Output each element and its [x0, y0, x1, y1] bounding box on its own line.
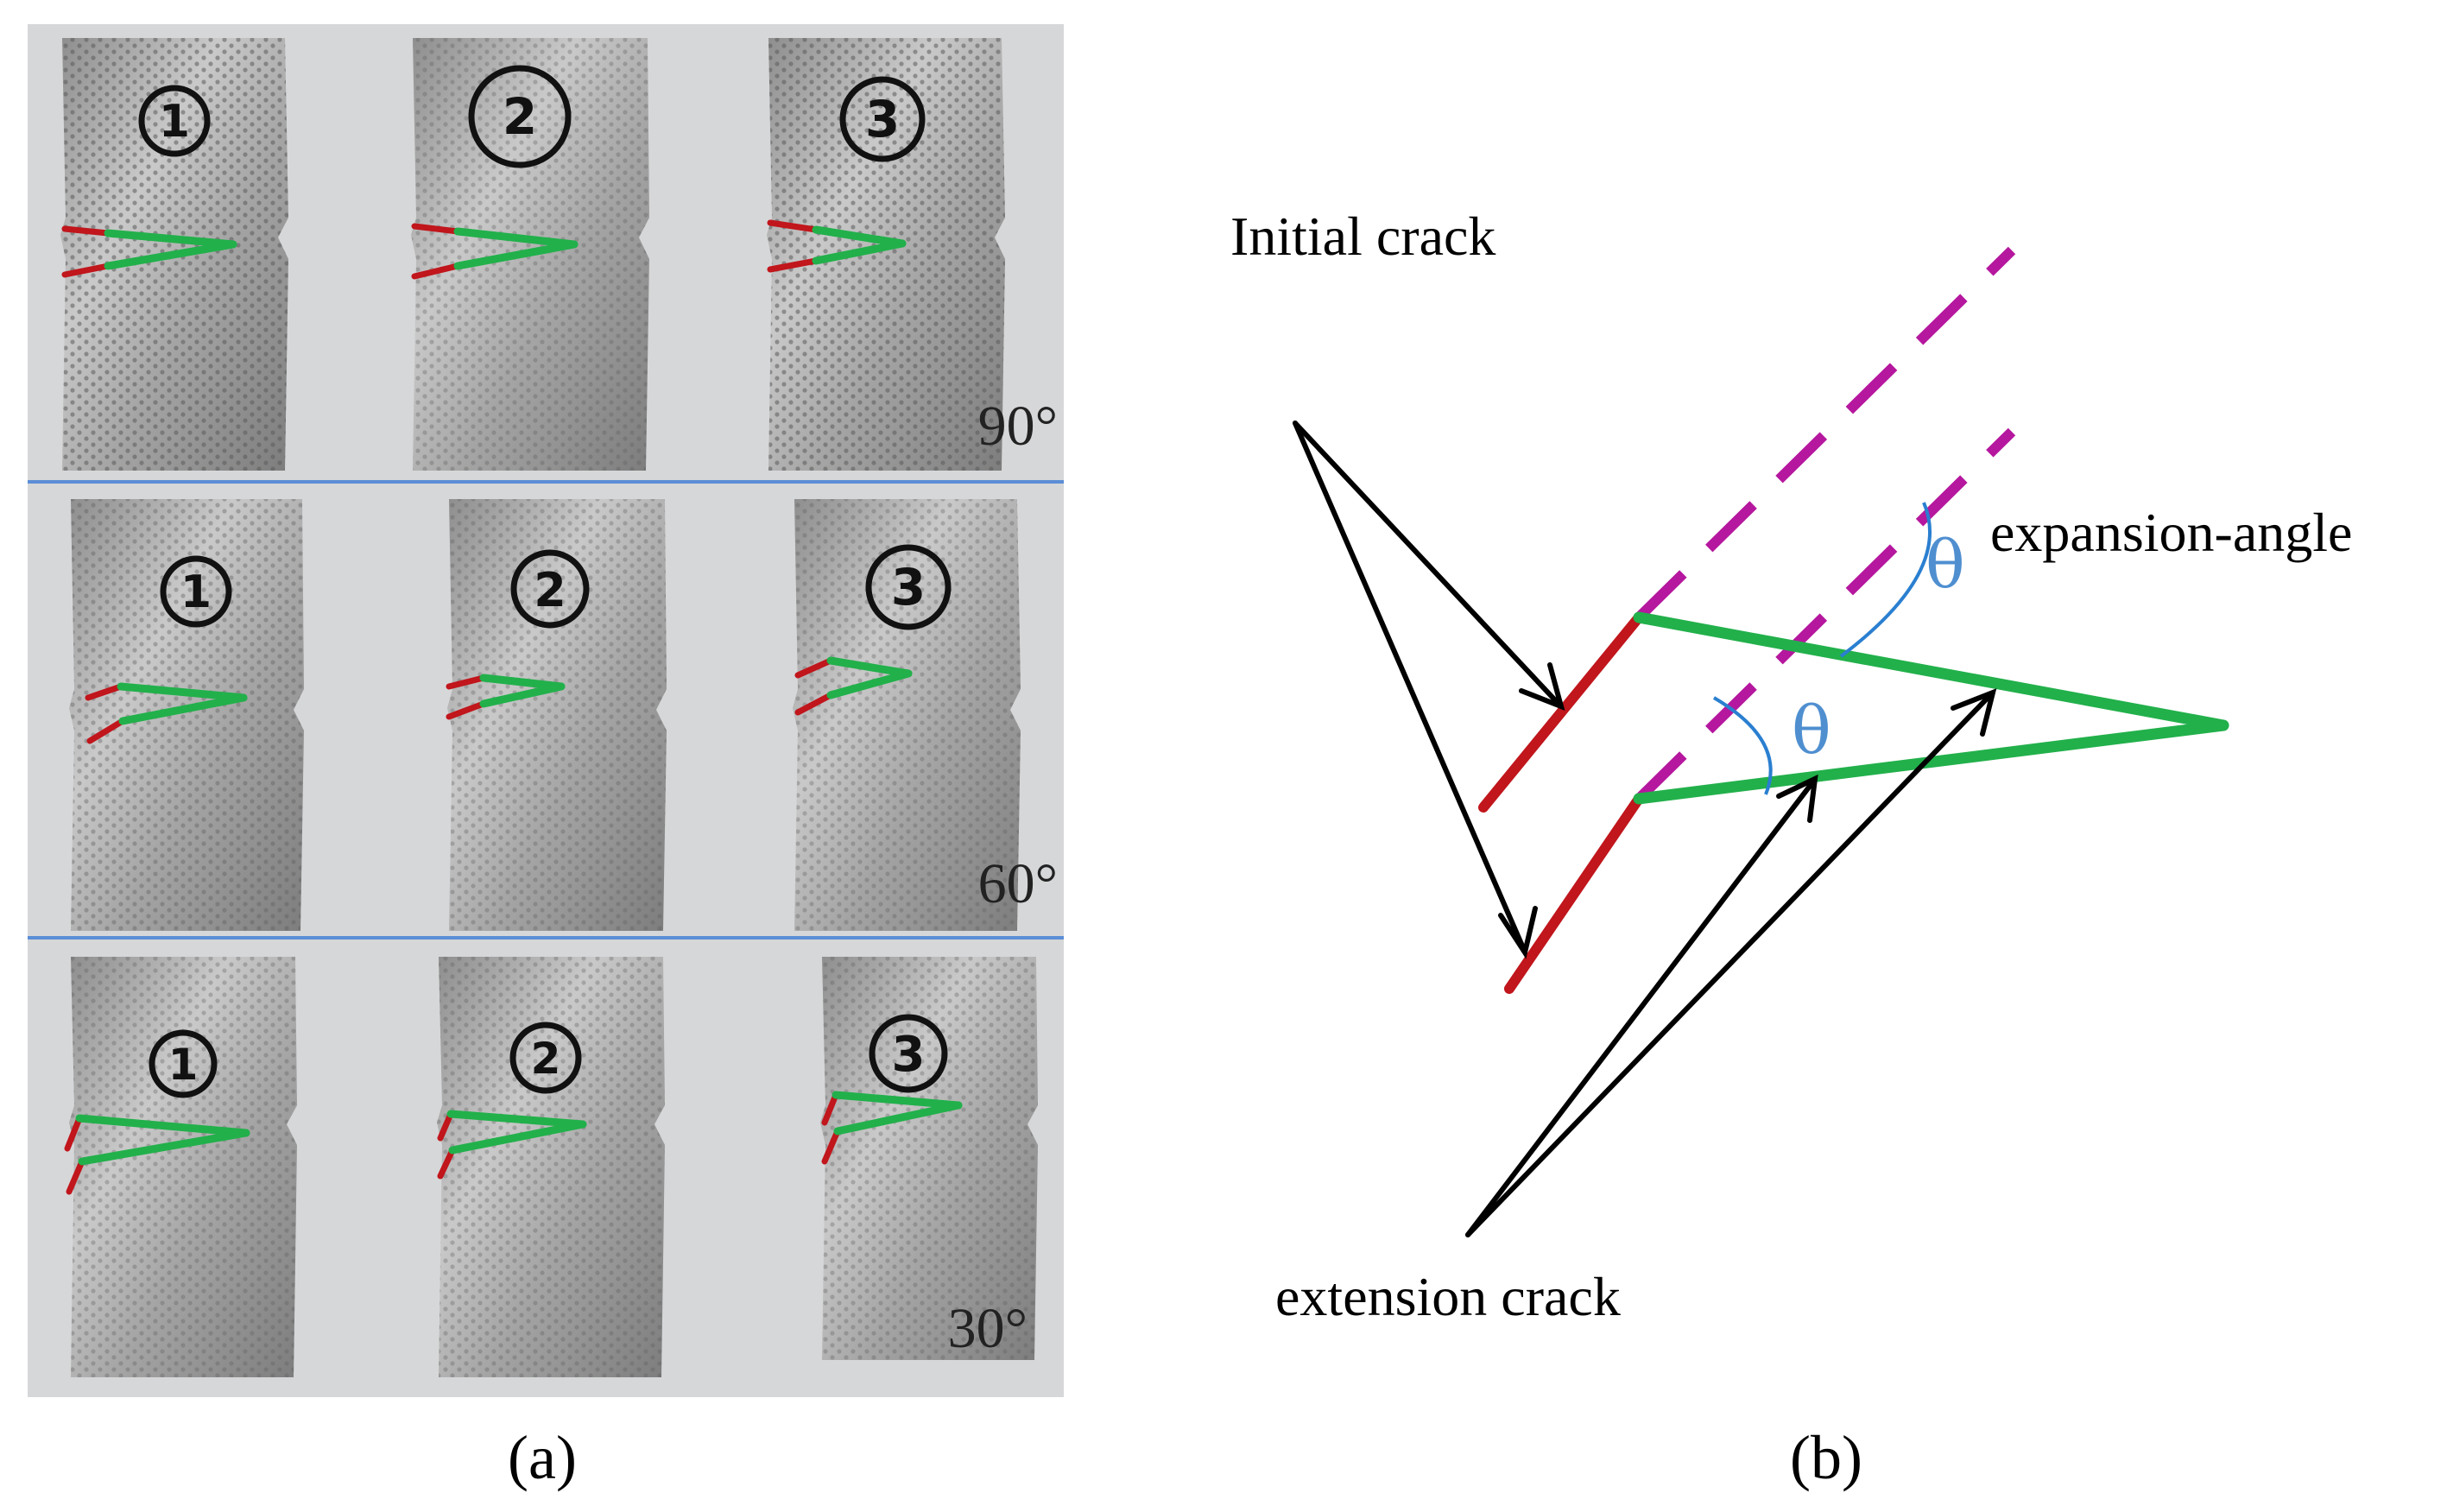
crack-marking	[61, 225, 237, 278]
arrow-head	[1951, 688, 1997, 737]
panel-a-photo: 1 2 3 1 2 3 1 2 3	[28, 24, 1064, 1397]
initial-crack-upper	[1478, 612, 1644, 813]
specimen-number-circle	[509, 1022, 582, 1094]
specimen-number: 3	[892, 1027, 926, 1083]
expansion-angle-arc-lower	[1712, 696, 1773, 795]
crack-marking	[446, 674, 566, 720]
panel-a-caption: (a)	[508, 1423, 577, 1492]
specimen-number-circle	[138, 85, 211, 157]
specimen-number-circle	[869, 1014, 948, 1093]
arrow-head	[1776, 774, 1818, 823]
arrow-head	[1498, 906, 1538, 959]
marked-cracks	[61, 219, 963, 1195]
crack-marking	[437, 1110, 587, 1180]
extension-crack-upper	[1633, 611, 2229, 731]
specimen-number-circle	[468, 65, 572, 168]
arrow-shaft	[1293, 421, 1527, 952]
arrow-head	[1519, 662, 1565, 711]
specimen-number: 1	[168, 1040, 199, 1090]
expansion-angle-arc-upper	[1839, 502, 1932, 658]
extension-crack-arrows	[1465, 688, 1997, 1237]
specimen-plate	[437, 957, 665, 1377]
initial-crack-label: Initial crack	[1230, 206, 1495, 267]
specimen-plate	[767, 38, 1005, 471]
initial-crack-projection-lower	[1634, 427, 2016, 803]
specimen-number-circle	[510, 549, 590, 629]
extension-crack-label: extension crack	[1275, 1266, 1621, 1327]
specimen-plate	[447, 499, 667, 931]
arrow-shaft	[1465, 779, 1816, 1237]
extension-crack-lower	[1633, 719, 2229, 805]
crack-marking	[64, 1114, 250, 1195]
specimen-row-90	[28, 38, 1064, 484]
specimen-number-labels	[138, 65, 952, 1098]
panel-b-caption: (b)	[1790, 1423, 1862, 1492]
row-angle-label: 60°	[978, 852, 1058, 915]
theta-symbol-upper: θ	[1925, 526, 1965, 603]
specimen-number: 1	[180, 566, 212, 618]
specimen-number: 2	[534, 563, 566, 617]
arrow-shaft	[1465, 693, 1993, 1237]
specimen-row-60	[28, 499, 1064, 939]
specimen-number: 3	[891, 558, 926, 617]
specimen-number: 2	[531, 1034, 561, 1084]
arrow-shaft	[1293, 421, 1561, 706]
specimen-number-circle	[839, 76, 926, 162]
specimen-plate	[69, 499, 304, 931]
expansion-angle-label: expansion-angle	[1990, 502, 2352, 563]
initial-crack-projection-upper	[1634, 246, 2016, 622]
crack-marking	[767, 219, 907, 273]
specimen-plate	[793, 499, 1021, 931]
crack-marking	[794, 656, 913, 716]
specimen-number: 1	[159, 96, 190, 148]
row-angle-label: 90°	[978, 395, 1058, 458]
specimen-plate	[69, 957, 297, 1377]
initial-crack-arrows	[1293, 421, 1565, 959]
initial-crack-lower	[1504, 794, 1644, 994]
specimen-number-circle	[865, 544, 952, 630]
crack-marking	[411, 223, 579, 280]
specimen-number: 3	[865, 90, 900, 149]
specimen-number: 2	[503, 87, 537, 146]
specimen-number-circle	[149, 1029, 218, 1098]
crack-marking	[821, 1091, 963, 1165]
specimen-number-circle	[160, 555, 232, 628]
crack-marking	[85, 682, 248, 744]
theta-symbol-lower: θ	[1792, 692, 1831, 769]
row-angle-label: 30°	[948, 1297, 1027, 1360]
panel-b-schematic: Initial crack θ θ expansion-angle	[1230, 206, 2352, 1327]
specimen-number-text: 1 2 3 1 2 3 1 2 3	[159, 87, 926, 1090]
